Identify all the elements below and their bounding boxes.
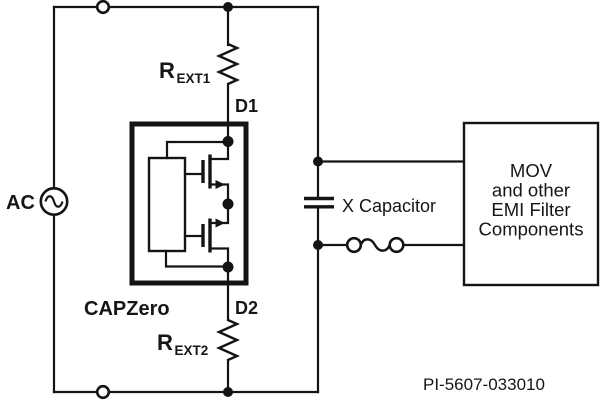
junction-dots [222, 2, 323, 397]
sine-wave-icon [44, 195, 64, 208]
ac-source-icon [39, 187, 69, 217]
fuse-squiggle [359, 238, 391, 252]
label-mov-line2: and other [492, 180, 570, 201]
mosfet-bottom-icon [183, 202, 230, 269]
label-rext1-sub: EXT1 [177, 71, 211, 86]
capzero-box [129, 121, 249, 286]
junction-dot-d1 [222, 136, 234, 147]
junction-dot-cap-top [313, 156, 323, 167]
junction-dot-bottom [223, 387, 233, 397]
junction-dot-top [223, 2, 233, 12]
x-capacitor-icon [304, 196, 334, 209]
label-rext1-base: R [159, 58, 175, 83]
capzero-branch [129, 5, 249, 394]
controller-block [147, 156, 187, 253]
label-x-capacitor: X Capacitor [342, 196, 436, 216]
resistor-rext1-icon [216, 42, 240, 86]
emi-filter-box [462, 121, 600, 287]
fuse-icon [316, 236, 466, 254]
terminal-circle-bottom [95, 384, 111, 400]
label-rext2-base: R [157, 330, 173, 355]
mosfet-top-icon [183, 140, 230, 206]
wire-block-bottom-link [164, 249, 230, 268]
terminal-circle-top [95, 0, 111, 15]
mosfet-top-drain [208, 140, 230, 161]
label-capzero: CAPZero [84, 298, 170, 320]
mosfet-bottom-drain [208, 247, 230, 269]
wire-block-top-link [165, 140, 230, 160]
label-d1: D1 [235, 96, 258, 116]
label-mov-line1: MOV [510, 160, 553, 181]
label-figure-id: PI-5607-033010 [423, 375, 545, 394]
label-mov-line3: EMI Filter [491, 199, 570, 220]
junction-dot-d2 [222, 261, 234, 273]
junction-dot-cap-bottom [313, 240, 323, 250]
mosfet-top-source-arrow-icon [215, 180, 225, 189]
fuse-terminal-right [388, 236, 405, 254]
label-mov-line4: Components [479, 219, 584, 240]
mosfet-bottom-source-arrow-icon [215, 218, 225, 228]
junction-dot-mid [222, 198, 234, 210]
label-d2: D2 [235, 298, 258, 318]
label-ac: AC [6, 192, 35, 214]
fuse-terminal-left [345, 236, 363, 254]
label-emi-filter-text: MOV and other EMI Filter Components [479, 160, 584, 240]
resistor-rext2-icon [216, 318, 240, 362]
label-rext2-sub: EXT2 [175, 343, 209, 358]
